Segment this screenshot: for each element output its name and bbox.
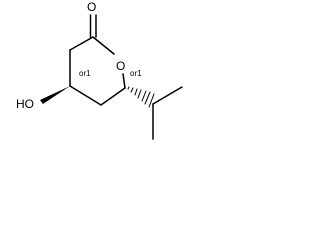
- bond-c5-c6: [100, 87, 126, 106]
- stereo-label-c4: or1: [79, 69, 91, 78]
- carbonyl-oxygen-label: O: [87, 0, 96, 14]
- hashed-bond-c6-isopropyl: [127, 86, 155, 108]
- wedge-bond-c4-hydroxyl: [40, 86, 70, 104]
- molecule-structure: O O HO or1 or1: [16, 0, 183, 140]
- ring-oxygen-label: O: [116, 59, 125, 73]
- bond-c4-c5: [69, 85, 102, 106]
- hydroxyl-label: HO: [16, 97, 34, 111]
- bond-c2-c3: [69, 36, 94, 51]
- bond-o1-c2: [92, 36, 115, 55]
- bond-c6-o1: [122, 73, 126, 89]
- stereo-label-c6: or1: [130, 69, 142, 78]
- bond-isopropyl-methyl-top: [152, 86, 183, 105]
